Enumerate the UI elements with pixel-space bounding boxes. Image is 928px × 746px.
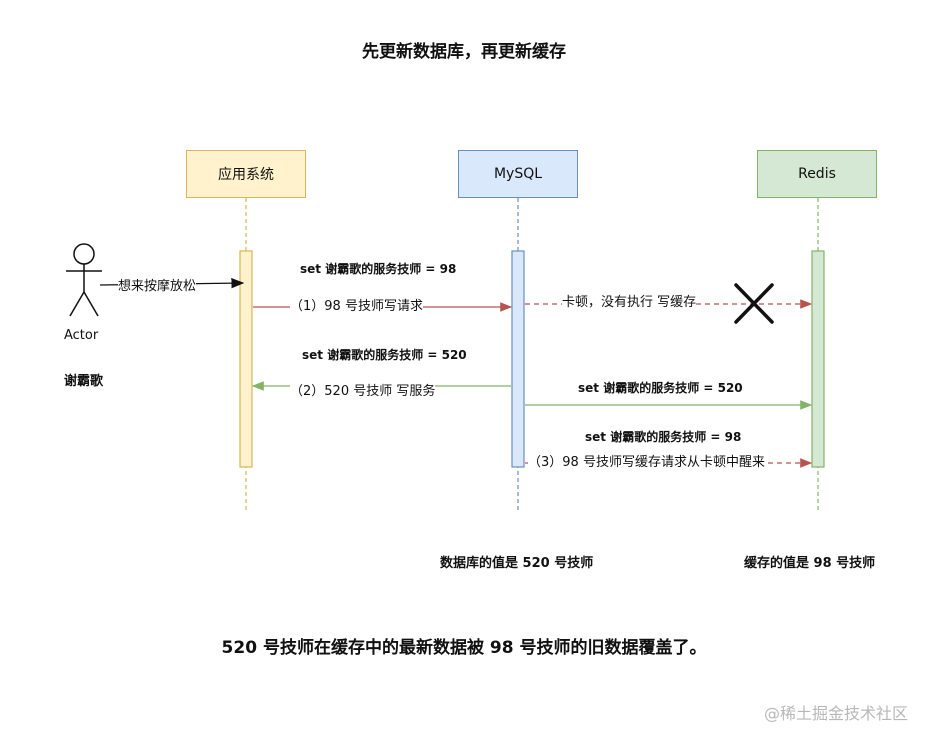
db-value-label: 数据库的值是 520 号技师 xyxy=(440,556,594,571)
msg1-write-label: （1）98 号技师写请求 xyxy=(290,299,423,314)
actor-label: Actor xyxy=(64,328,99,343)
participant-app: 应用系统 xyxy=(186,150,306,198)
participant-mysql-label: MySQL xyxy=(493,166,543,182)
cross-mark-icon xyxy=(734,283,774,324)
conclusion-text: 520 号技师在缓存中的最新数据被 98 号技师的旧数据覆盖了。 xyxy=(221,638,707,658)
msg1-stall-label: 卡顿，没有执行 写缓存 xyxy=(562,295,697,310)
participant-mysql: MySQL xyxy=(458,150,578,198)
participant-redis-label: Redis xyxy=(798,166,836,182)
msg3-set-label: set 谢霸歌的服务技师 = 98 xyxy=(585,430,742,444)
mysql-activation-bar xyxy=(511,250,525,468)
participant-redis: Redis xyxy=(757,150,877,198)
msg3-wake-label: （3）98 号技师写缓存请求从卡顿中醒来 xyxy=(528,455,765,470)
msg2-cache-label: set 谢霸歌的服务技师 = 520 xyxy=(578,381,743,395)
participant-app-label: 应用系统 xyxy=(218,167,274,183)
cache-value-label: 缓存的值是 98 号技师 xyxy=(744,556,876,571)
app-activation-bar xyxy=(239,250,253,468)
actor-figure xyxy=(66,243,102,317)
actor-name: 谢霸歌 xyxy=(64,374,104,389)
actor-request-label: 想来按摩放松 xyxy=(118,279,197,294)
msg1-set-label: set 谢霸歌的服务技师 = 98 xyxy=(300,262,457,276)
watermark: @稀土掘金技术社区 xyxy=(763,704,908,723)
msg2-write-label: （2）520 号技师 写服务 xyxy=(290,384,436,399)
diagram-title: 先更新数据库，再更新缓存 xyxy=(362,42,566,62)
redis-activation-bar xyxy=(811,250,825,468)
msg2-set-label: set 谢霸歌的服务技师 = 520 xyxy=(302,348,467,362)
